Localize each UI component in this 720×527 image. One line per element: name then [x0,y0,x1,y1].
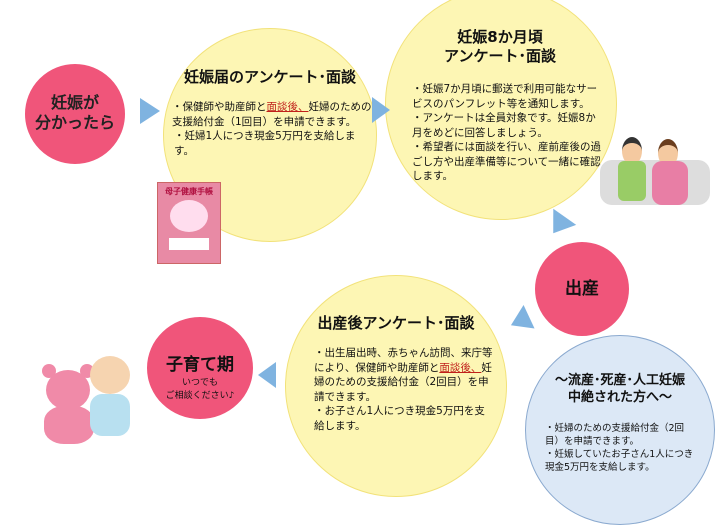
step3-bullet2: ・お子さん1人につき現金5万円を支給します。 [314,405,485,432]
couple-illustration [600,135,710,210]
step1-text: ・保健師や助産師と [172,101,267,113]
step1-bullet2: ・妊婦1人につき現金5万円を支給します。 [174,130,356,157]
loss-bullet2: ・妊娠していたお子さん1人につき現金5万円を支給します。 [545,449,694,473]
loss-body: ・妊婦のための支援給付金（2回目）を申請できます。 ・妊娠していたお子さん1人に… [545,422,695,474]
baby-face-icon [170,200,208,232]
arrow-right-icon [372,97,390,123]
childcare-label: 子育て期 いつでも ご相談ください♪ [165,355,235,401]
step2-bullet1: ・妊娠7か月頃に郵送で利用可能なサービスのパンフレット等を通知します。 [412,83,598,110]
step2-bullet3: ・希望者には面談を行い、産前産後の過ごし方や出産準備等について一緒に確認します。 [412,141,601,182]
step3-emphasis: 面談後、 [439,361,482,374]
birth-label: 出産 [565,279,599,299]
step2-title: 妊娠8か月頃アンケート･面談 [444,28,556,65]
arrow-left-icon [505,304,535,338]
notebook-title: 母子健康手帳 [165,187,213,196]
step3-title: 出産後アンケート･面談 [317,314,475,332]
childcare-circle [145,315,255,421]
step2-body: ・妊娠7か月頃に郵送で利用可能なサービスのパンフレット等を通知します。 ・アンケ… [412,82,602,184]
birth-circle [533,240,631,338]
step3-body: ・出生届出時、赤ちゃん訪問、来庁等により、保健師や助産師と面談後、妊婦のための支… [314,346,494,433]
maternal-notebook-image: 母子健康手帳 [157,182,221,264]
arrow-right-icon [140,98,160,124]
step1-body: ・保健師や助産師と面談後、妊婦のための支援給付金（1回目）を申請できます。 ・妊… [172,100,372,158]
step3-circle [285,275,507,497]
loss-bullet1: ・妊婦のための支援給付金（2回目）を申請できます。 [545,423,685,447]
step2-bullet2: ・アンケートは全員対象です。妊娠8か月をめどに回答しましょう。 [412,112,596,139]
start-label: 妊娠が 分かったら [34,93,115,132]
step1-title: 妊娠届のアンケート･面談 [184,68,356,86]
teddy-baby-illustration [38,348,138,448]
loss-title: ～流産･死産･人工妊娠中絶された方へ～ [554,373,685,405]
step3-text2: 妊婦のための支援給付金（2回目）を申請できます。 [314,361,492,403]
step1-emphasis: 面談後、 [266,101,309,113]
loss-circle [525,335,715,525]
step2-circle [385,0,617,220]
arrow-down-left-icon [541,208,577,242]
step1-text2: 妊婦のための支援給付金（1回目）を申請できます。 [172,101,372,128]
step3-text: ・出生届出時、赤ちゃん訪問、来庁等により、保健師や助産師と [314,347,493,374]
start-circle [23,62,127,166]
arrow-left-icon [258,362,276,388]
